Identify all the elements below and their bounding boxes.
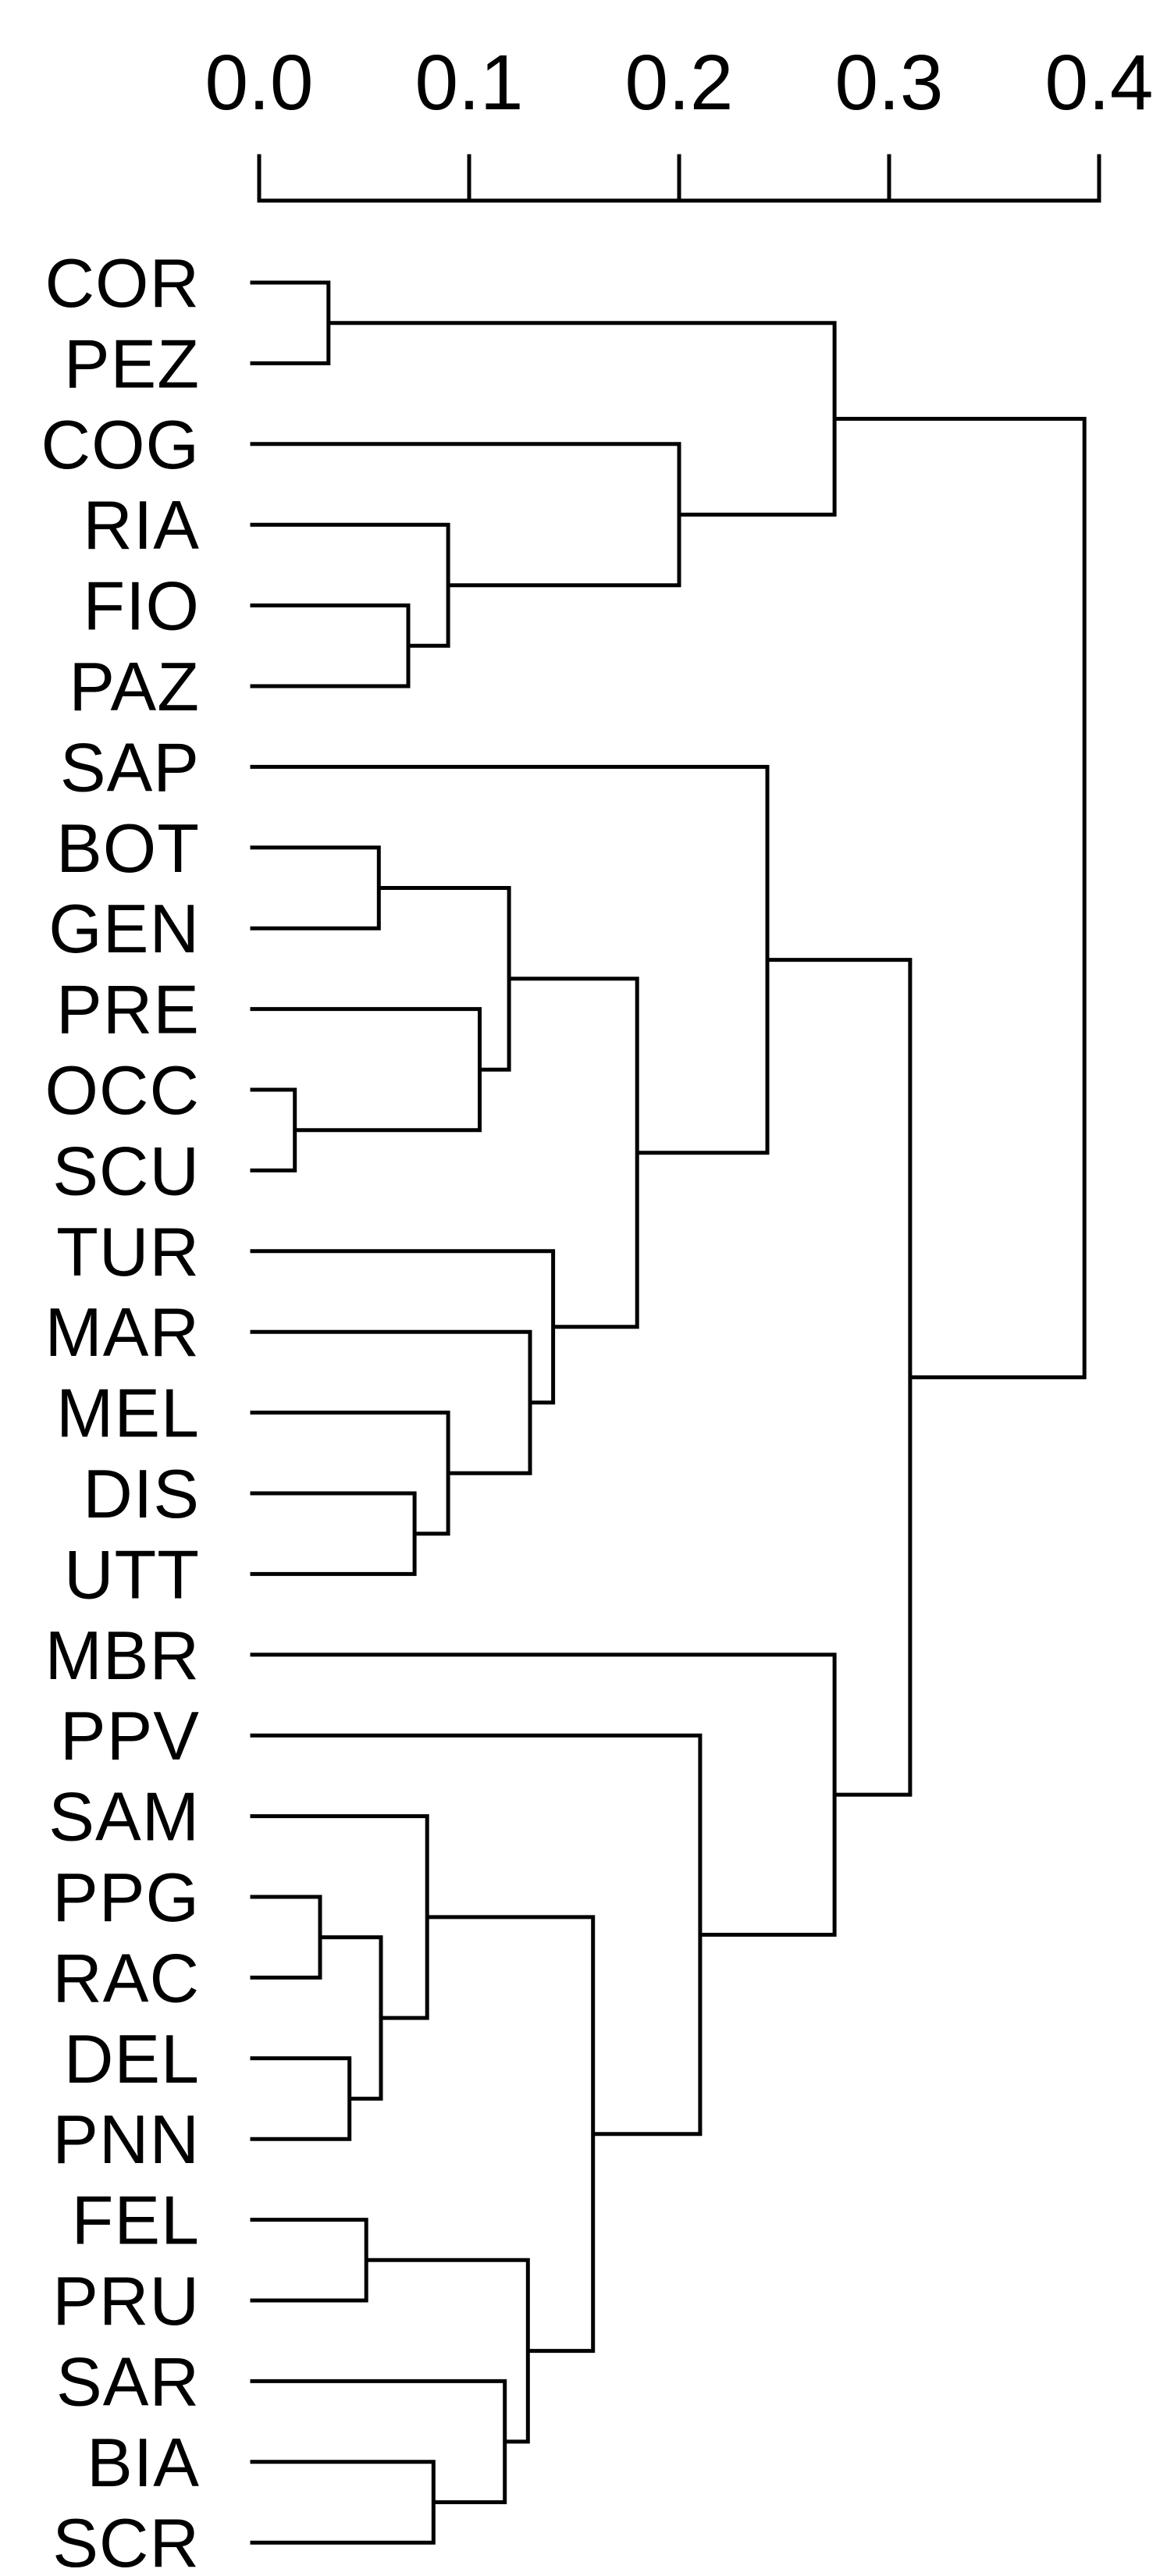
leaf-label: DIS: [83, 1455, 200, 1532]
leaf-label: RAC: [52, 1939, 200, 2016]
leaf-label: FIO: [83, 568, 200, 645]
axis-tick-label: 0.1: [414, 39, 523, 126]
axis-tick-label: 0.0: [205, 39, 313, 126]
leaf-label: MEL: [56, 1375, 200, 1452]
leaf-label: PPV: [60, 1697, 200, 1774]
axis-tick-label: 0.2: [624, 39, 733, 126]
leaf-label: UTT: [64, 1535, 200, 1613]
leaf-label: SAR: [56, 2343, 200, 2420]
leaf-label: PRE: [56, 971, 200, 1048]
dendrogram-tree: [250, 280, 1087, 2545]
leaf-label: PPG: [52, 1859, 200, 1936]
leaf-label: COR: [44, 244, 200, 322]
leaf-label: MBR: [44, 1617, 200, 1694]
leaf-label: RIA: [83, 486, 200, 564]
leaf-label: SCU: [52, 1132, 200, 1209]
leaf-label: PEZ: [64, 325, 200, 402]
leaf-label: MAR: [44, 1293, 200, 1371]
leaf-label: PAZ: [69, 648, 200, 725]
leaf-label: SAP: [60, 728, 200, 806]
leaf-label: FEL: [72, 2182, 200, 2259]
leaf-label: GEN: [48, 890, 200, 967]
leaf-label: TUR: [56, 1213, 200, 1290]
axis-tick-label: 0.3: [834, 39, 943, 126]
leaf-label: OCC: [44, 1051, 200, 1129]
leaf-label: BOT: [56, 809, 200, 887]
axis-tick-label: 0.4: [1044, 39, 1153, 126]
leaf-label: DEL: [64, 2020, 200, 2097]
leaf-label: BIA: [87, 2424, 200, 2501]
leaf-label: SCR: [52, 2504, 200, 2576]
leaf-label: COG: [41, 406, 200, 483]
leaf-label: PRU: [52, 2262, 200, 2339]
leaf-label: PNN: [52, 2101, 200, 2178]
leaf-label: SAM: [48, 1778, 200, 1856]
